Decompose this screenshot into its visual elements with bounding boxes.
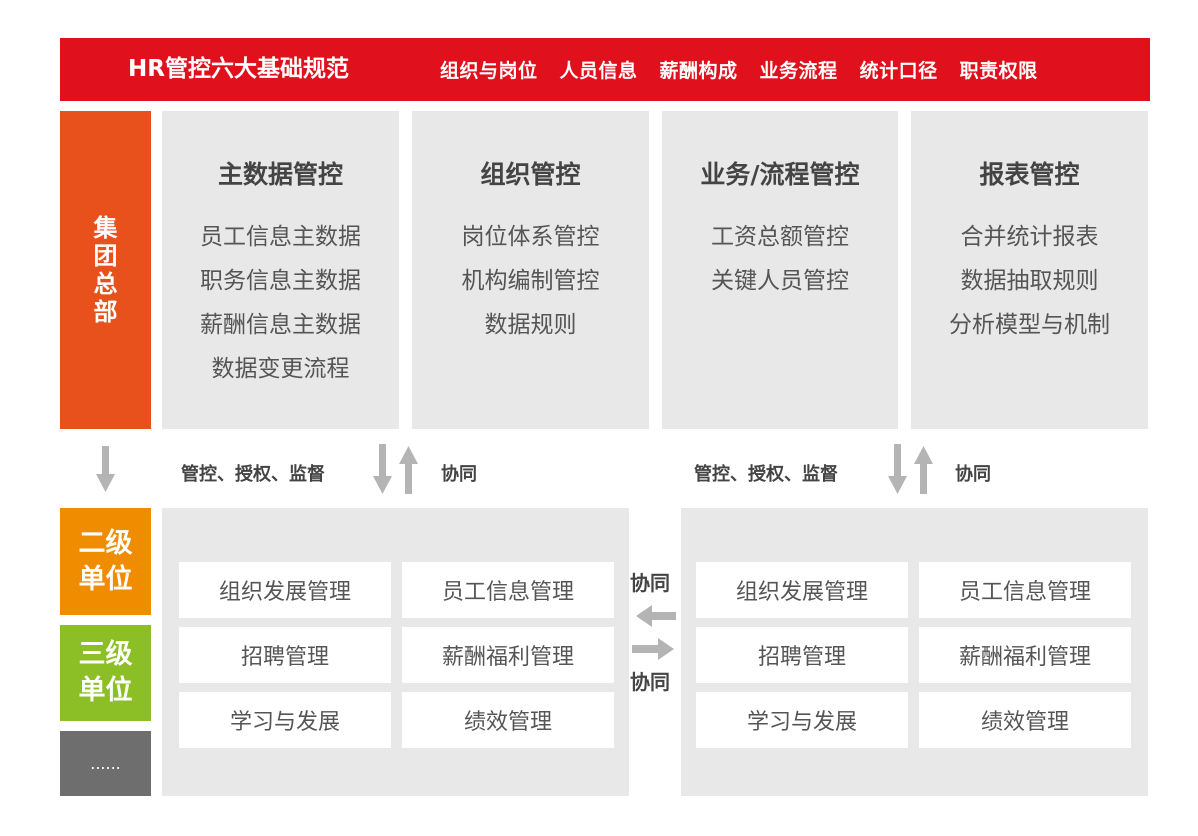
banner-item: 职责权限 bbox=[959, 60, 1038, 82]
level-more: ...... bbox=[60, 731, 151, 796]
level-second: 二级单位 bbox=[60, 508, 151, 615]
level-headquarters: 集团总部 bbox=[60, 111, 151, 429]
level-third: 三级单位 bbox=[60, 625, 151, 721]
sync-label-bottom: 协同 bbox=[630, 670, 670, 694]
function-cell: 学习与发展 bbox=[179, 692, 391, 748]
sync-label: 协同 bbox=[955, 464, 991, 485]
sync-label: 协同 bbox=[441, 464, 477, 485]
panel-item: 机构编制管控 bbox=[461, 268, 600, 294]
panel-organization: 组织管控 岗位体系管控 机构编制管控 数据规则 bbox=[412, 111, 649, 429]
banner-item: 人员信息 bbox=[559, 60, 638, 82]
control-label: 管控、授权、监督 bbox=[181, 464, 325, 485]
arrow-left-icon bbox=[636, 605, 676, 627]
arrow-down-icon bbox=[888, 444, 907, 494]
panel-reports: 报表管控 合并统计报表 数据抽取规则 分析模型与机制 bbox=[911, 111, 1148, 429]
banner-item: 薪酬构成 bbox=[659, 60, 738, 82]
function-cell: 招聘管理 bbox=[179, 627, 391, 683]
arrow-up-icon bbox=[399, 446, 418, 494]
function-cell: 员工信息管理 bbox=[402, 562, 614, 618]
function-cell: 薪酬福利管理 bbox=[919, 627, 1131, 683]
banner-item: 业务流程 bbox=[759, 60, 838, 82]
panel-item: 关键人员管控 bbox=[711, 268, 849, 294]
function-cell: 薪酬福利管理 bbox=[402, 627, 614, 683]
arrow-right-icon bbox=[632, 638, 674, 660]
panel-item: 工资总额管控 bbox=[711, 224, 849, 250]
panel-title: 主数据管控 bbox=[217, 160, 343, 189]
unit-group-1: 组织发展管理 员工信息管理 招聘管理 薪酬福利管理 学习与发展 绩效管理 bbox=[162, 508, 629, 796]
panel-item: 员工信息主数据 bbox=[200, 224, 361, 250]
function-cell: 绩效管理 bbox=[402, 692, 614, 748]
function-cell: 组织发展管理 bbox=[179, 562, 391, 618]
unit-group-2: 组织发展管理 员工信息管理 招聘管理 薪酬福利管理 学习与发展 绩效管理 bbox=[681, 508, 1148, 796]
banner-item: 统计口径 bbox=[859, 60, 938, 82]
panel-item: 数据变更流程 bbox=[211, 356, 350, 382]
sync-label-top: 协同 bbox=[630, 571, 670, 595]
banner-items: 组织与岗位 人员信息 薪酬构成 业务流程 统计口径 职责权限 bbox=[440, 38, 1038, 101]
function-cell: 组织发展管理 bbox=[696, 562, 908, 618]
panel-title: 业务/流程管控 bbox=[700, 160, 860, 189]
arrow-down-icon bbox=[96, 446, 115, 492]
standards-banner: HR管控六大基础规范 组织与岗位 人员信息 薪酬构成 业务流程 统计口径 职责权… bbox=[60, 38, 1150, 101]
function-cell: 招聘管理 bbox=[696, 627, 908, 683]
panel-item: 岗位体系管控 bbox=[461, 224, 600, 250]
function-cell: 绩效管理 bbox=[919, 692, 1131, 748]
arrow-up-icon bbox=[914, 446, 933, 494]
control-label: 管控、授权、监督 bbox=[694, 464, 838, 485]
panel-item: 职务信息主数据 bbox=[200, 268, 361, 294]
panel-business-process: 业务/流程管控 工资总额管控 关键人员管控 bbox=[662, 111, 898, 429]
panel-master-data: 主数据管控 员工信息主数据 职务信息主数据 薪酬信息主数据 数据变更流程 bbox=[162, 111, 399, 429]
level-headquarters-label: 集团总部 bbox=[93, 214, 118, 326]
panel-title: 组织管控 bbox=[480, 160, 581, 189]
arrow-down-icon bbox=[373, 444, 392, 494]
level-third-label: 三级单位 bbox=[78, 639, 133, 706]
panel-item: 数据规则 bbox=[484, 312, 577, 338]
banner-item: 组织与岗位 bbox=[440, 60, 538, 82]
level-more-label: ...... bbox=[90, 754, 121, 773]
panel-item: 数据抽取规则 bbox=[960, 268, 1099, 294]
panel-title: 报表管控 bbox=[979, 160, 1080, 189]
panel-item: 分析模型与机制 bbox=[949, 312, 1110, 338]
panel-item: 合并统计报表 bbox=[960, 224, 1099, 250]
panel-item: 薪酬信息主数据 bbox=[200, 312, 361, 338]
function-cell: 学习与发展 bbox=[696, 692, 908, 748]
function-cell: 员工信息管理 bbox=[919, 562, 1131, 618]
level-second-label: 二级单位 bbox=[78, 527, 133, 595]
banner-title: HR管控六大基础规范 bbox=[128, 56, 349, 82]
